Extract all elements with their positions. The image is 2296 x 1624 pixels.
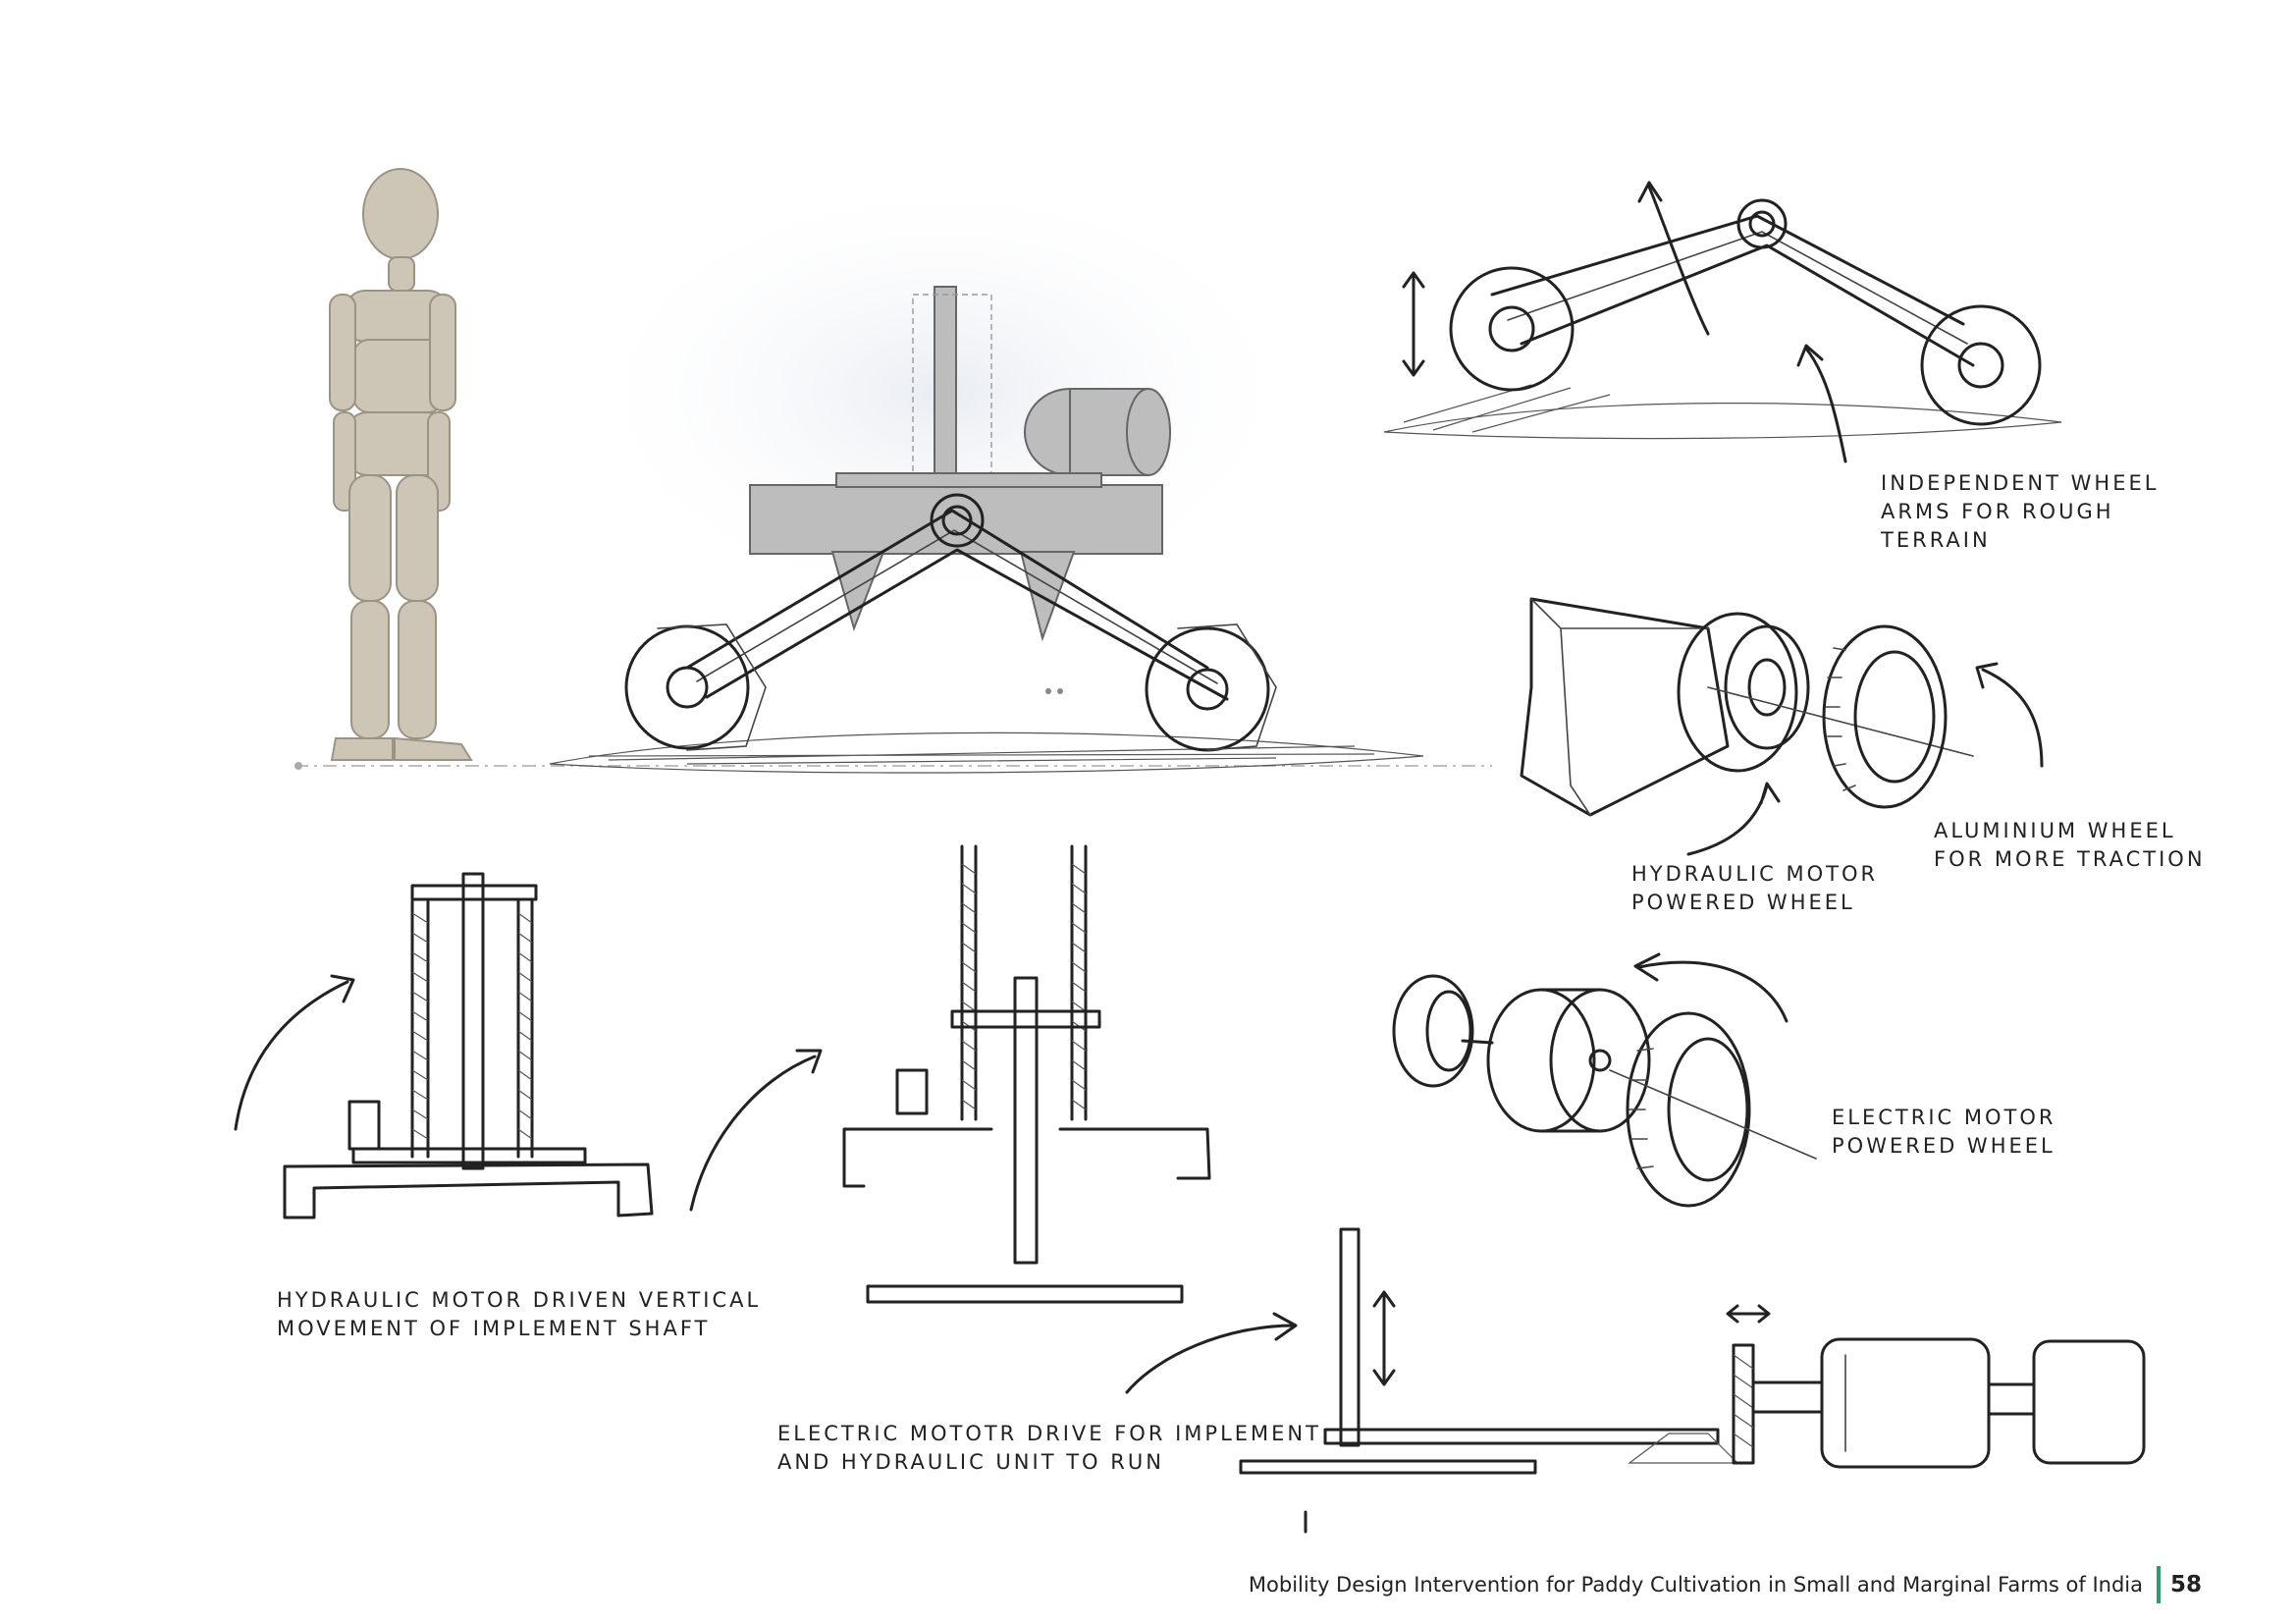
left-wheel <box>624 623 767 751</box>
caption-line: ALUMINIUM WHEEL <box>1934 819 2176 842</box>
caption-line: HYDRAULIC MOTOR DRIVEN VERTICAL <box>277 1288 762 1312</box>
caption-hydraulic-vertical-movement: HYDRAULIC MOTOR DRIVEN VERTICAL MOVEMENT… <box>277 1286 761 1343</box>
vehicle-side-view-sketch <box>549 167 1424 774</box>
footer-accent-bar <box>2156 1566 2161 1603</box>
caption-line: MOVEMENT OF IMPLEMENT SHAFT <box>277 1317 711 1340</box>
electric-wheel-sketch <box>1392 952 1817 1208</box>
hydraulic-wheel-sketch <box>1520 597 2044 856</box>
caption-hydraulic-motor-wheel: HYDRAULIC MOTOR POWERED WHEEL <box>1631 860 1878 917</box>
caption-aluminium-wheel: ALUMINIUM WHEEL FOR MORE TRACTION <box>1934 817 2206 874</box>
page-number: 58 <box>2169 1572 2202 1597</box>
caption-electric-drive: ELECTRIC MOTOTR DRIVE FOR IMPLEMENT AND … <box>777 1420 1321 1477</box>
caption-independent-wheel-arms: INDEPENDENT WHEEL ARMS FOR ROUGH TERRAIN <box>1881 469 2159 555</box>
caption-line: FOR MORE TRACTION <box>1934 847 2206 871</box>
page-footer: Mobility Design Intervention for Paddy C… <box>1249 1565 2202 1604</box>
footer-title: Mobility Design Intervention for Paddy C… <box>1248 1573 2143 1597</box>
caption-line: POWERED WHEEL <box>1832 1134 2056 1158</box>
caption-line: INDEPENDENT WHEEL <box>1881 471 2160 495</box>
electric-drive-sketch <box>1125 1227 2146 1534</box>
caption-line: ELECTRIC MOTOTR DRIVE FOR IMPLEMENT <box>777 1422 1321 1445</box>
human-mannequin <box>329 168 473 761</box>
independent-wheel-arms-sketch <box>1383 181 2062 463</box>
caption-line: ELECTRIC MOTOR <box>1832 1106 2056 1129</box>
hydraulic-vertical-mechanism-sketch <box>234 872 823 1219</box>
ground-guide-line <box>294 762 1492 770</box>
caption-line: AND HYDRAULIC UNIT TO RUN <box>777 1450 1164 1474</box>
caption-line: ARMS FOR ROUGH <box>1881 500 2114 523</box>
hydraulic-raised-mechanism-sketch <box>842 844 1211 1304</box>
right-wheel <box>1145 623 1277 752</box>
caption-line: TERRAIN <box>1881 528 1991 552</box>
caption-line: HYDRAULIC MOTOR <box>1631 862 1879 886</box>
caption-line: POWERED WHEEL <box>1631 891 1855 914</box>
caption-electric-motor-wheel: ELECTRIC MOTOR POWERED WHEEL <box>1832 1104 2056 1161</box>
